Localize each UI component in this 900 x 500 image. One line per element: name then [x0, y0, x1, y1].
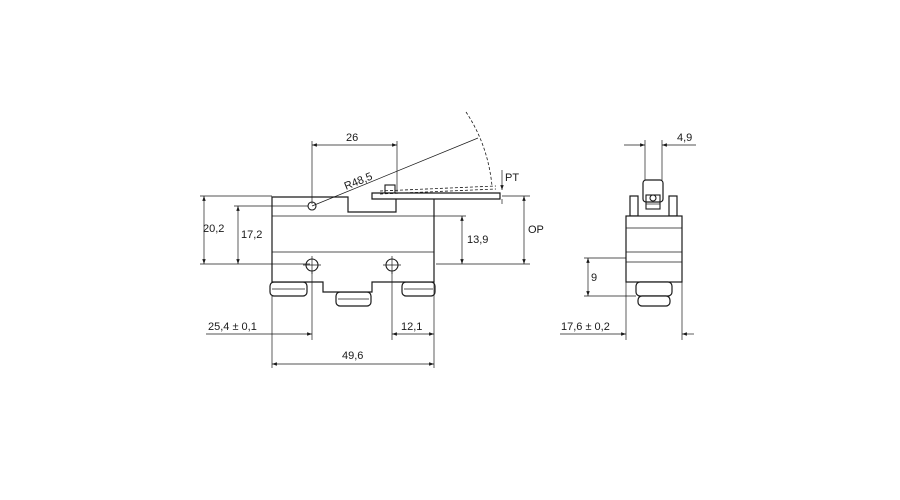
lever-swing-arc [465, 111, 493, 187]
end-view: 4,9 9 17,6 ± 0,2 [560, 132, 696, 340]
dim-pt: PT [505, 172, 519, 184]
side-view: 26 R48,5 PT OP 13,9 20,2 17,2 25,4 ± 0,1 [200, 111, 544, 368]
dim-17-6: 17,6 ± 0,2 [561, 321, 610, 333]
end-terminal-lower [637, 295, 671, 307]
radius-line [311, 137, 479, 207]
end-terminal-upper [635, 281, 673, 297]
dim-49-6: 49,6 [342, 350, 363, 362]
dim-13-9: 13,9 [467, 234, 488, 246]
dim-op: OP [528, 224, 544, 236]
actuator-plunger [384, 184, 396, 194]
dim-9: 9 [591, 272, 597, 284]
roller-housing [642, 179, 664, 203]
dim-17-2: 17,2 [241, 229, 262, 241]
end-body [625, 215, 683, 283]
dim-12-1: 12,1 [401, 321, 422, 333]
switch-body [271, 196, 435, 293]
dim-4-9: 4,9 [677, 132, 692, 144]
actuator-lever [371, 192, 501, 200]
dim-26: 26 [346, 132, 358, 144]
dim-20-2: 20,2 [203, 223, 224, 235]
dim-25-4: 25,4 ± 0,1 [208, 321, 257, 333]
dim-r48-5: R48,5 [343, 171, 375, 193]
